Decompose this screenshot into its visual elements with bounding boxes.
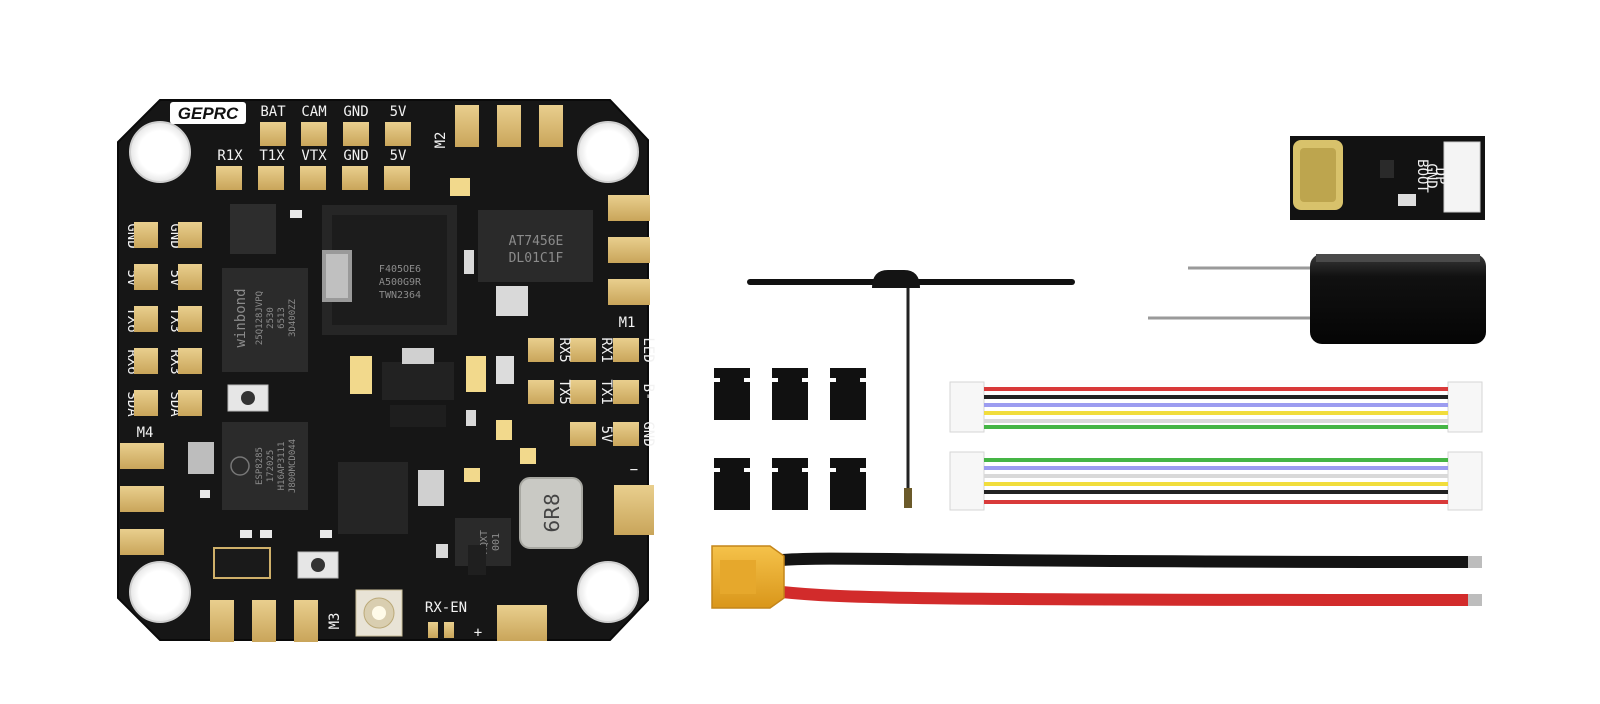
motor-label-m3: M3 bbox=[327, 613, 343, 630]
usb-pin-dp: DP bbox=[1432, 168, 1448, 185]
motor-label-m4: M4 bbox=[137, 425, 154, 441]
right-label-rx1: RX1 bbox=[598, 337, 614, 362]
pad-label-r1x: R1X bbox=[217, 148, 243, 164]
reg-line-2: 001 bbox=[491, 533, 502, 551]
flash-line-2: 2530 bbox=[266, 307, 276, 329]
motor-label-m1: M1 bbox=[619, 315, 636, 331]
inductor-label: 6R8 bbox=[540, 493, 564, 532]
motor-pads-m2 bbox=[455, 105, 563, 147]
pad-label-5v: 5V bbox=[390, 104, 407, 120]
esp-line-4: J800MCD044 bbox=[288, 439, 298, 493]
right-label-5v3: 5V bbox=[598, 426, 614, 443]
esp-line-3: H16AP3111 bbox=[277, 442, 287, 491]
mounting-hole-icon bbox=[129, 121, 639, 623]
mid-pads bbox=[216, 166, 410, 190]
reg-line-1: AQXT bbox=[479, 530, 490, 554]
receiver-chip bbox=[338, 462, 408, 534]
right-pads bbox=[528, 338, 639, 446]
pad-label-vtx: VTX bbox=[301, 148, 327, 164]
motor-pads-m4 bbox=[120, 443, 164, 555]
capacitor bbox=[1148, 254, 1486, 344]
pad-label-t1x: T1X bbox=[259, 148, 285, 164]
boot-button-icon bbox=[227, 384, 269, 412]
rx-en-pads bbox=[428, 622, 454, 638]
right-label-gnd3: GND bbox=[640, 421, 656, 446]
minus-sign: − bbox=[630, 462, 638, 478]
rx-en-label: RX-EN bbox=[425, 600, 467, 616]
usb-adapter-board: BOOT GND DP bbox=[1290, 136, 1485, 220]
plus-sign: + bbox=[474, 625, 482, 641]
mid-pad-labels: R1X T1X VTX GND 5V bbox=[217, 148, 407, 164]
passive-components bbox=[188, 178, 536, 575]
pad-label-gnd2: GND bbox=[343, 148, 368, 164]
osd-line-2: DL01C1F bbox=[509, 251, 564, 266]
jst-cable-2 bbox=[949, 451, 1483, 511]
right-label-tx5: TX5 bbox=[556, 379, 572, 404]
flash-line-4: 3D400ZZ bbox=[288, 298, 298, 337]
motor-label-m2: M2 bbox=[433, 132, 449, 149]
esp-line-1: ESP8285 bbox=[255, 447, 265, 485]
flight-controller-board: GEPRC BAT CAM GND 5V R1X T1X VTX GND 5V bbox=[117, 99, 656, 642]
mcu-line-2: A500G9R bbox=[379, 277, 422, 288]
rubber-grommets bbox=[714, 368, 866, 510]
flash-line-1: 25Q128JVPQ bbox=[255, 291, 265, 345]
xt30-power-lead bbox=[711, 545, 1482, 609]
bind-button-icon bbox=[297, 551, 339, 579]
brand-logo: GEPRC bbox=[178, 104, 239, 123]
usb-pin-boot: BOOT bbox=[1414, 159, 1430, 193]
battery-pad-positive bbox=[497, 605, 547, 641]
pad-label-cam: CAM bbox=[301, 104, 326, 120]
mcu-chip: F405OE6 A500G9R TWN2364 bbox=[322, 205, 457, 335]
right-label-rx5: RX5 bbox=[556, 337, 572, 362]
ufl-connector-icon bbox=[355, 589, 403, 637]
t-antenna bbox=[747, 270, 1075, 508]
top-pads bbox=[260, 122, 411, 146]
right-label-led: LED bbox=[640, 337, 656, 362]
left-pads-b bbox=[178, 222, 202, 416]
right-label-tx1: TX1 bbox=[598, 379, 614, 404]
left-pads-a bbox=[134, 222, 158, 416]
flash-brand: winbond bbox=[233, 288, 249, 347]
top-pad-labels: BAT CAM GND 5V bbox=[260, 104, 407, 120]
esp-line-2: 172025 bbox=[266, 450, 276, 483]
usb-pin-gnd: GND bbox=[1423, 163, 1439, 188]
jst-cable-1 bbox=[949, 381, 1483, 433]
pad-label-gnd: GND bbox=[343, 104, 368, 120]
inductor: 6R8 bbox=[519, 477, 583, 549]
flash-chip: winbond 25Q128JVPQ 2530 6513 3D400ZZ bbox=[222, 268, 308, 372]
right-label-bminus: B- bbox=[640, 384, 656, 401]
osd-line-1: AT7456E bbox=[509, 234, 564, 249]
osd-chip: AT7456E DL01C1F bbox=[478, 210, 593, 282]
motor-pads-m1 bbox=[608, 195, 650, 305]
mcu-line-1: F405OE6 bbox=[379, 264, 421, 275]
flash-line-3: 6513 bbox=[277, 307, 287, 329]
battery-pad-negative bbox=[614, 485, 654, 535]
right-pad-labels: RX5 TX5 RX1 TX1 5V LED B- GND bbox=[556, 337, 656, 446]
pad-label-bat: BAT bbox=[260, 104, 286, 120]
pad-label-5v2: 5V bbox=[390, 148, 407, 164]
motor-pads-m3 bbox=[210, 600, 318, 642]
mcu-line-3: TWN2364 bbox=[379, 290, 421, 301]
esp-chip: ESP8285 172025 H16AP3111 J800MCD044 bbox=[222, 422, 308, 510]
gyro-chip bbox=[230, 204, 276, 254]
